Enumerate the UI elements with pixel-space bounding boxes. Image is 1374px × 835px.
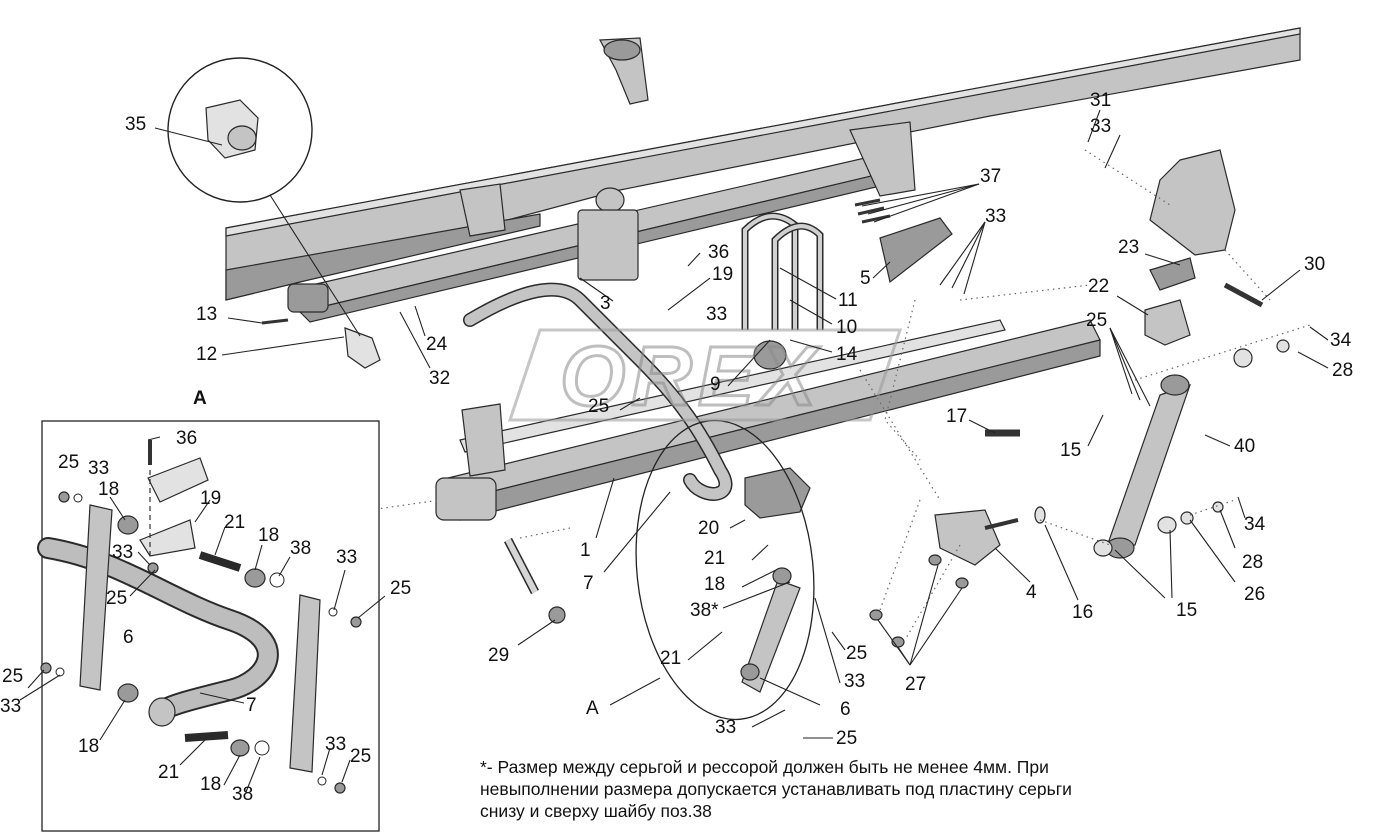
stabilizer-bar xyxy=(463,187,733,501)
label-6: 6 xyxy=(840,699,851,720)
shock-absorber xyxy=(1093,339,1290,559)
label-5: 5 xyxy=(860,268,871,289)
label-9: 9 xyxy=(710,374,721,395)
label-22: 22 xyxy=(1088,276,1109,297)
label-35: 35 xyxy=(125,114,146,135)
shackle-bracket xyxy=(1144,149,1264,346)
label-18-a: 18 xyxy=(704,574,725,595)
inset-label-25-e: 25 xyxy=(350,746,371,767)
label-15-b: 15 xyxy=(1176,600,1197,621)
label-1: 1 xyxy=(580,540,591,561)
inset-label-38-b: 38 xyxy=(232,784,253,805)
inset-view-a: A xyxy=(37,388,380,832)
label-28-b: 28 xyxy=(1242,552,1263,573)
label-26: 26 xyxy=(1244,584,1265,605)
label-33-a: 33 xyxy=(706,304,727,325)
u-bolts xyxy=(741,212,824,370)
inset-label-33-d: 33 xyxy=(0,696,21,717)
label-40: 40 xyxy=(1234,436,1255,457)
label-a-callout: A xyxy=(586,698,599,719)
label-3: 3 xyxy=(600,293,611,314)
inset-label-25-c: 25 xyxy=(106,588,127,609)
label-19: 19 xyxy=(712,264,733,285)
inset-label-33-c: 33 xyxy=(112,542,133,563)
shackle-6 xyxy=(740,467,811,693)
inset-label-25-b: 25 xyxy=(390,578,411,599)
label-15-a: 15 xyxy=(1060,440,1081,461)
label-14: 14 xyxy=(836,344,858,365)
inset-label-33-e: 33 xyxy=(325,734,346,755)
label-11: 11 xyxy=(838,290,858,311)
inset-label-21-b: 21 xyxy=(158,762,179,783)
leaf-spring-main xyxy=(435,319,1101,521)
part-labels: 35 13 12 24 32 36 19 3 33 11 10 14 9 5 3… xyxy=(125,90,1353,749)
watermark-text: OREX xyxy=(560,329,822,423)
label-33-d: 33 xyxy=(844,671,865,692)
inset-label-25-a: 25 xyxy=(58,452,79,473)
label-28-a: 28 xyxy=(1332,360,1353,381)
label-36: 36 xyxy=(708,242,729,263)
inset-label-33-a: 33 xyxy=(88,458,109,479)
inset-label-38-a: 38 xyxy=(290,538,311,559)
label-25-d: 25 xyxy=(836,728,857,749)
label-13: 13 xyxy=(196,304,217,325)
label-32: 32 xyxy=(429,368,450,389)
label-30: 30 xyxy=(1304,254,1325,275)
label-33-e: 33 xyxy=(715,717,736,738)
inset-label-21-a: 21 xyxy=(224,512,245,533)
assembly-lines xyxy=(369,149,1311,641)
inset-title: A xyxy=(193,388,207,409)
inset-label-18-d: 18 xyxy=(200,774,221,795)
label-7: 7 xyxy=(583,573,594,594)
inset-label-25-d: 25 xyxy=(2,666,23,687)
label-38-star: 38* xyxy=(690,600,719,621)
label-34-a: 34 xyxy=(1330,330,1352,351)
bracket-4 xyxy=(869,506,1046,648)
label-31: 31 xyxy=(1090,90,1111,111)
orex-watermark: OREX xyxy=(507,328,903,425)
label-27: 27 xyxy=(905,674,926,695)
inset-label-36: 36 xyxy=(176,428,197,449)
detail-circle-35 xyxy=(167,57,361,337)
inset-label-7: 7 xyxy=(246,695,257,716)
footnote-line-2: невыполнении размера допускается устанав… xyxy=(480,779,1072,799)
label-33-b: 33 xyxy=(985,206,1006,227)
footnote: *- Размер между серьгой и рессорой долже… xyxy=(480,756,1180,822)
label-29: 29 xyxy=(488,645,509,666)
footnote-line-1: *- Размер между серьгой и рессорой долже… xyxy=(480,757,1049,777)
footnote-line-3: снизу и сверху шайбу поз.38 xyxy=(480,801,712,821)
inset-label-19: 19 xyxy=(200,488,221,509)
label-4: 4 xyxy=(1026,582,1037,603)
label-16: 16 xyxy=(1072,602,1093,623)
inset-label-33-b: 33 xyxy=(336,547,357,568)
label-12: 12 xyxy=(196,344,217,365)
label-23: 23 xyxy=(1118,237,1139,258)
inset-label-18-b: 18 xyxy=(258,525,279,546)
label-33-c: 33 xyxy=(1090,116,1111,137)
label-21-b: 21 xyxy=(660,648,681,669)
inset-label-18-c: 18 xyxy=(78,736,99,757)
label-10: 10 xyxy=(836,317,857,338)
label-25-b: 25 xyxy=(588,396,609,417)
inset-label-6: 6 xyxy=(123,627,134,648)
label-25-c: 25 xyxy=(846,643,867,664)
label-21-a: 21 xyxy=(704,548,725,569)
inset-label-18-a: 18 xyxy=(98,479,119,500)
leader-lines xyxy=(19,109,1329,793)
label-25-a: 25 xyxy=(1086,310,1107,331)
bracket-plate-5 xyxy=(854,198,953,284)
label-37: 37 xyxy=(980,166,1001,187)
pins-left xyxy=(261,318,1020,624)
label-24: 24 xyxy=(426,334,448,355)
label-17: 17 xyxy=(946,406,967,427)
label-20: 20 xyxy=(698,518,719,539)
label-34-b: 34 xyxy=(1244,514,1266,535)
frame-rail xyxy=(225,27,1301,301)
inset-labels: 36 25 33 18 19 21 18 38 33 25 33 25 6 25… xyxy=(0,428,411,805)
